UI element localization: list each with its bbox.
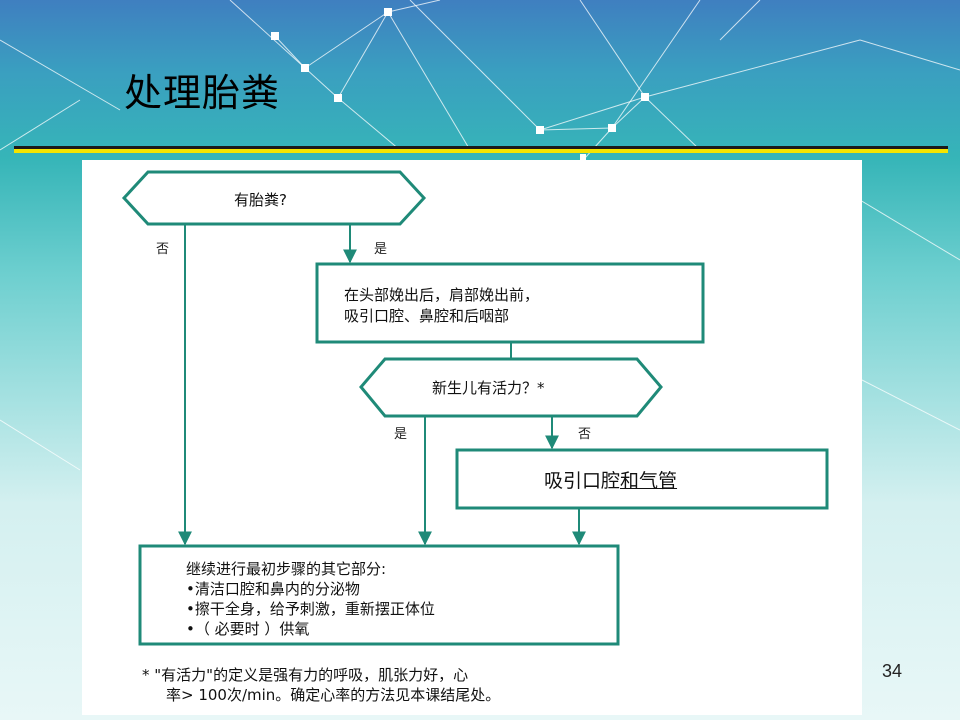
page-number: 34 [882, 661, 903, 681]
meconium-flowchart: 有胎粪? 否 是 在头部娩出后，肩部娩出前， 吸引口腔、鼻腔和后咽部 新生儿有活… [82, 160, 862, 715]
trachea-box-label-underlined: 和气管 [620, 470, 678, 492]
decision-vigorous-shape [359, 357, 663, 418]
decision-vigorous-label: 新生儿有活力？* [432, 379, 545, 397]
branch-label-vigorous-no: 否 [578, 427, 592, 442]
continue-box-line-4: •（ 必要时 ）供氧 [186, 620, 310, 638]
decision-meconium-label: 有胎粪? [234, 191, 287, 209]
trachea-box-shape [455, 448, 829, 510]
continue-box-shape [138, 544, 620, 646]
continue-box-line-2: •清洁口腔和鼻内的分泌物 [186, 580, 360, 598]
title-divider [14, 146, 948, 149]
branch-label-vigorous-yes: 是 [394, 427, 408, 442]
footnote-line-2: 率> 100次/min。确定心率的方法见本课结尾处。 [166, 686, 501, 704]
decision-meconium-shape [121, 170, 427, 226]
suction-box-line-2: 吸引口腔、鼻腔和后咽部 [344, 307, 510, 325]
continue-box-line-3: •擦干全身，给予刺激，重新摆正体位 [186, 600, 435, 618]
trachea-box-label: 吸引口腔和气管 [544, 466, 677, 493]
branch-label-yes: 是 [374, 242, 388, 257]
title-divider-accent [14, 149, 948, 153]
footnote-line-1: * "有活力"的定义是强有力的呼吸，肌张力好，心 [142, 666, 469, 684]
slide-title: 处理胎粪 [124, 71, 281, 115]
trachea-box-label-prefix: 吸引口腔 [544, 470, 621, 492]
continue-box-line-1: 继续进行最初步骤的其它部分: [186, 560, 387, 578]
suction-box-line-1: 在头部娩出后，肩部娩出前， [344, 286, 540, 304]
branch-label-no: 否 [156, 242, 170, 257]
flowchart-shapes [121, 170, 829, 646]
